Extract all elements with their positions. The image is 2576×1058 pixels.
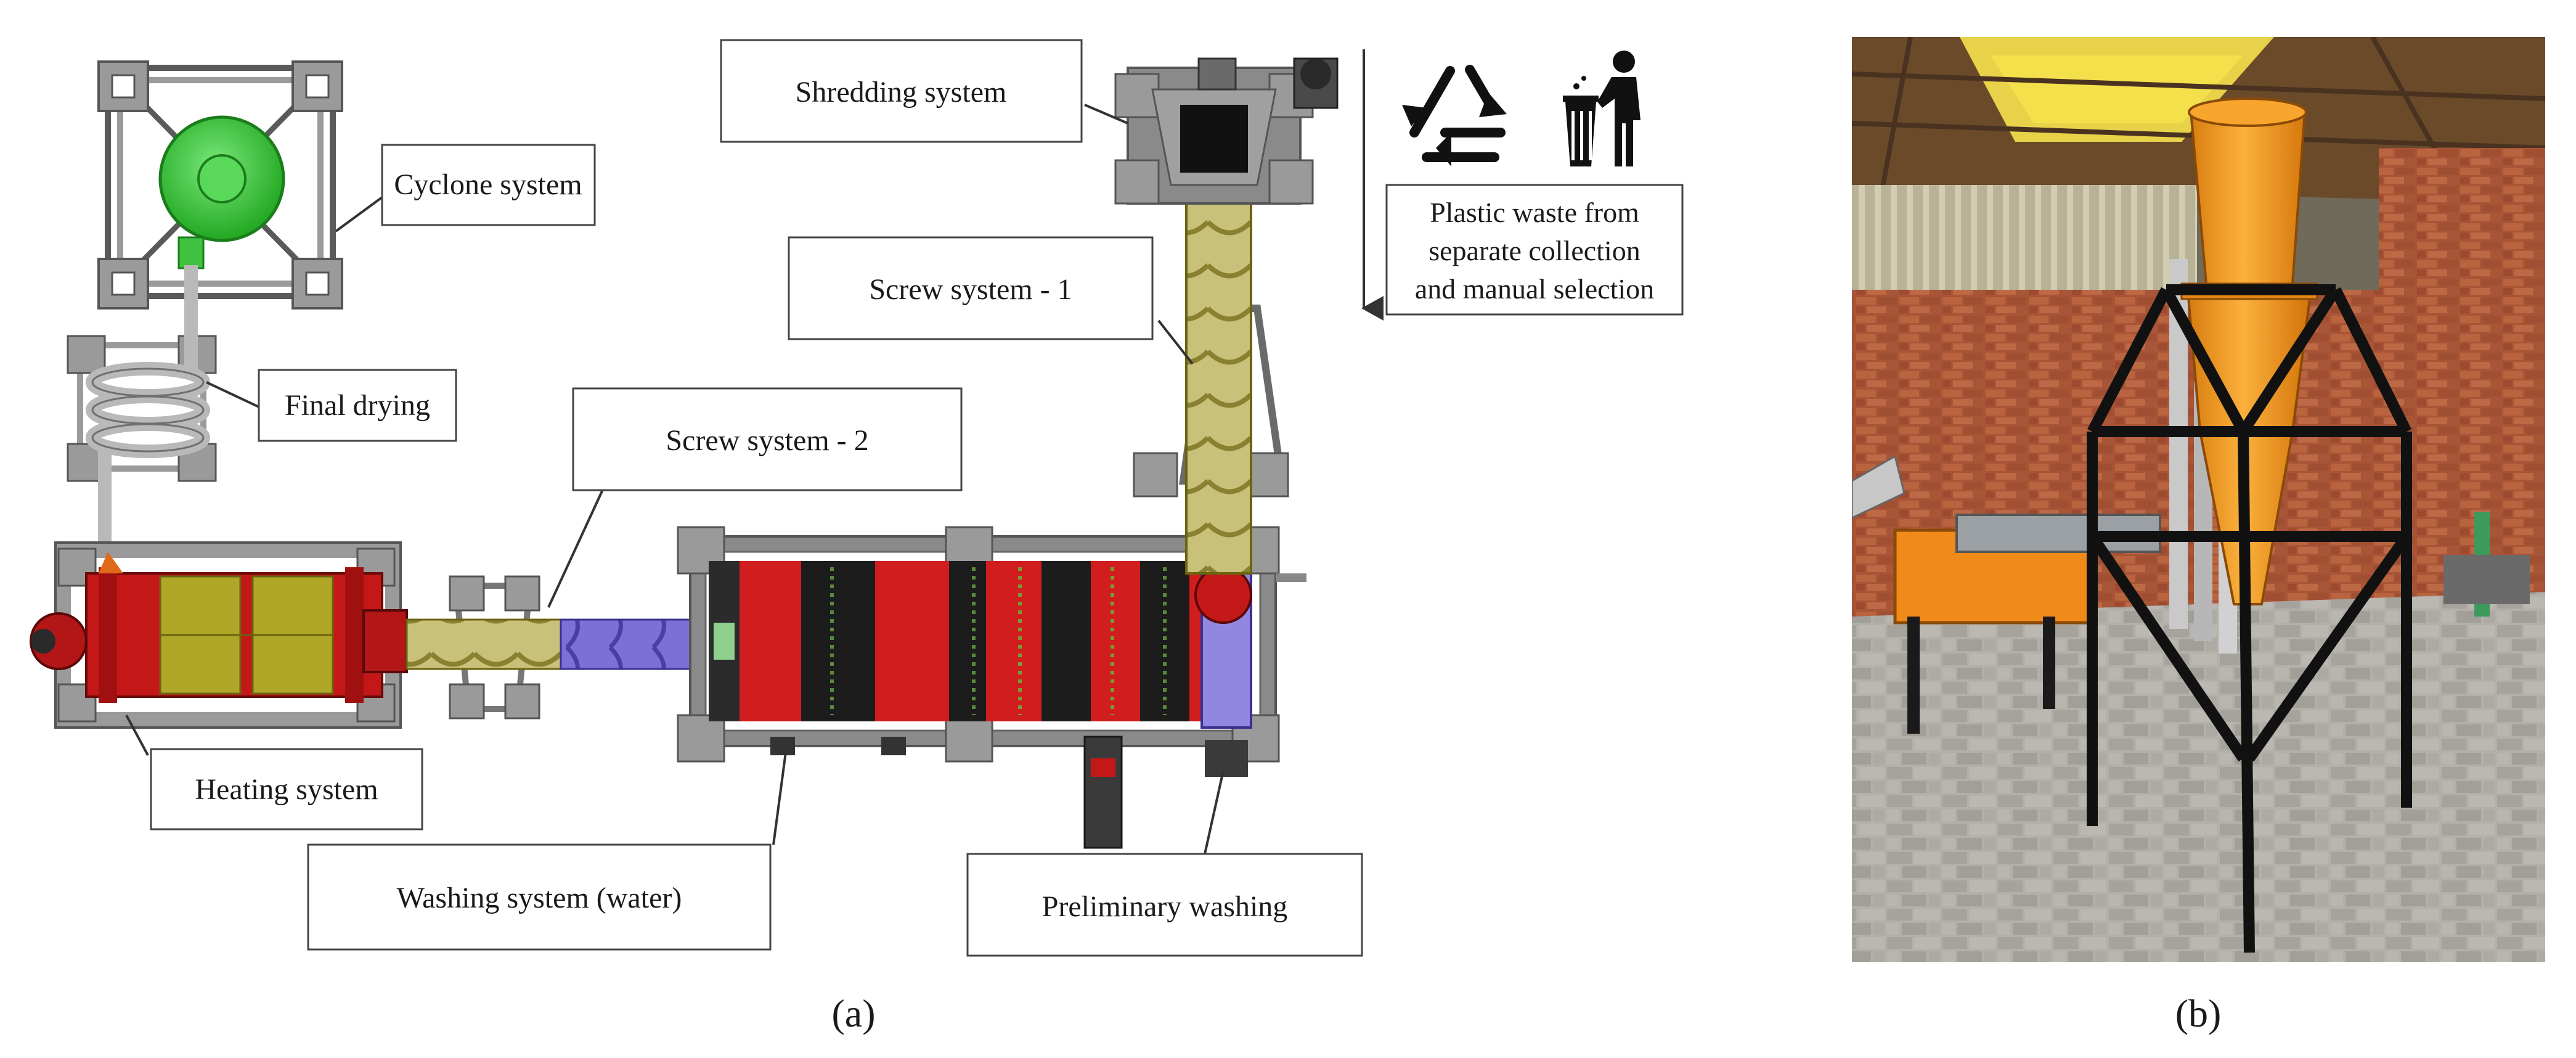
screw2-label: Screw system - 2 [666,424,868,457]
steel-stand [2087,284,2412,953]
final-drying-leader [206,381,259,408]
waste-source-line-2: separate collection [1429,235,1641,266]
waste-source-line-1: Plastic waste from [1430,197,1639,228]
cyclone-label: Cyclone system [394,168,582,201]
heating-label: Heating system [195,773,378,806]
panel-a-schematic: Cyclone system Final drying Heating syst… [30,39,1684,1035]
recycle-icon [1402,65,1507,166]
screw1-leader [1157,319,1194,365]
screw-system-2 [406,575,698,720]
screw2-leader [547,486,605,608]
screw1-label-box [788,236,1154,340]
cyclone-outlet [177,236,205,269]
heating-leader [125,715,149,756]
heating-system [30,541,408,729]
preliminary-label-box [966,853,1363,957]
washing-leader [772,752,787,845]
waste-source-line-3: and manual selection [1415,273,1654,305]
shredding-system [1114,57,1339,205]
screw-system-1 [1133,171,1289,575]
washing-label-box [307,843,772,951]
cyclone-label-box [381,144,596,226]
cyclone-center [197,154,247,203]
cyclone-leader [335,196,383,232]
panel-a-caption: (a) [831,991,875,1035]
panel-b-caption: (b) [2175,991,2222,1035]
panel-b-photo: (b) [1852,37,2545,1035]
screw1-label: Screw system - 1 [869,273,1072,306]
final-drying-label-box [258,369,457,442]
preliminary-leader [1204,770,1225,855]
shredding-label: Shredding system [796,76,1007,109]
washing-label: Washing system (water) [397,882,682,914]
cyclone-frame [97,60,343,310]
preliminary-label: Preliminary washing [1042,890,1288,923]
washing-tank [677,526,1306,763]
final-drying-label: Final drying [285,389,430,422]
trash-bin-person-icon [1563,51,1641,166]
shredding-label-box [720,39,1083,143]
waste-source-box [1385,184,1684,316]
screw2-label-box [572,387,963,491]
shredding-leader [1084,104,1128,125]
heating-label-box [150,748,423,830]
